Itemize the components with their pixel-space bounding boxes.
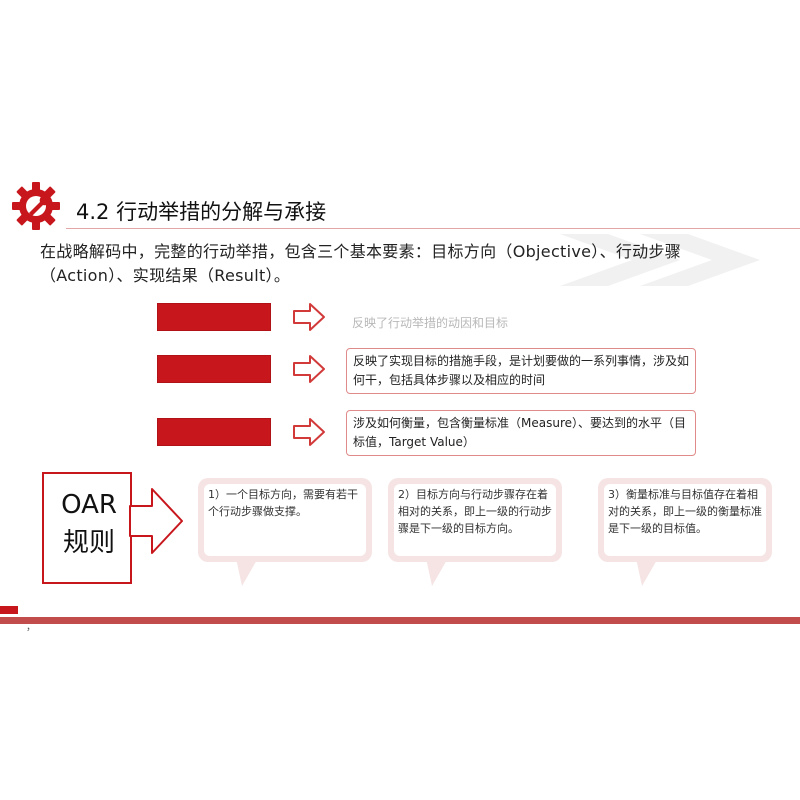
oar-subtitle: 规则 <box>62 528 115 558</box>
callout-tail <box>426 558 448 586</box>
title-divider <box>66 228 800 229</box>
arrow-right-icon <box>293 303 325 331</box>
action-bar <box>157 355 271 383</box>
footer-mark: ， <box>26 622 36 633</box>
page-title: 4.2 行动举措的分解与承接 <box>76 200 327 224</box>
oar-arrow-icon <box>129 488 183 554</box>
footer-rule <box>0 617 800 624</box>
result-bar <box>157 418 271 446</box>
callout-tail <box>236 558 258 586</box>
oar-title: OAR <box>61 490 117 520</box>
callout-inner <box>394 484 556 556</box>
callout-text: 2）目标方向与行动步骤存在着相对的关系，即上一级的行动步骤是下一级的目标方向。 <box>398 488 552 535</box>
callout-inner <box>604 484 766 556</box>
objective-bar <box>157 303 271 331</box>
action-description: 反映了实现目标的措施手段，是计划要做的一系列事情，涉及如何干，包括具体步骤以及相… <box>346 348 696 394</box>
callout-bubble-2: 2）目标方向与行动步骤存在着相对的关系，即上一级的行动步骤是下一级的目标方向。 <box>388 478 562 562</box>
objective-description: 反映了行动举措的动因和目标 <box>352 316 509 330</box>
footer-accent <box>0 606 18 614</box>
callout-bubble-3: 3）衡量标准与目标值存在着相对的关系，即上一级的衡量标准是下一级的目标值。 <box>598 478 772 562</box>
callout-tail <box>636 558 658 586</box>
arrow-right-icon <box>293 418 325 446</box>
callout-bubble-1: 1）一个目标方向，需要有若干个行动步骤做支撑。 <box>198 478 372 562</box>
arrow-right-icon <box>293 355 325 383</box>
oar-rule-box: OAR 规则 <box>42 472 132 584</box>
result-description: 涉及如何衡量，包含衡量标准（Measure）、要达到的水平（目标值，Target… <box>346 410 696 456</box>
callout-text: 3）衡量标准与目标值存在着相对的关系，即上一级的衡量标准是下一级的目标值。 <box>608 488 762 535</box>
gear-wrench-icon <box>12 182 60 230</box>
callout-text: 1）一个目标方向，需要有若干个行动步骤做支撑。 <box>208 488 358 518</box>
intro-paragraph: 在战略解码中，完整的行动举措，包含三个基本要素：目标方向（Objective）、… <box>40 242 682 285</box>
callout-inner <box>204 484 366 556</box>
